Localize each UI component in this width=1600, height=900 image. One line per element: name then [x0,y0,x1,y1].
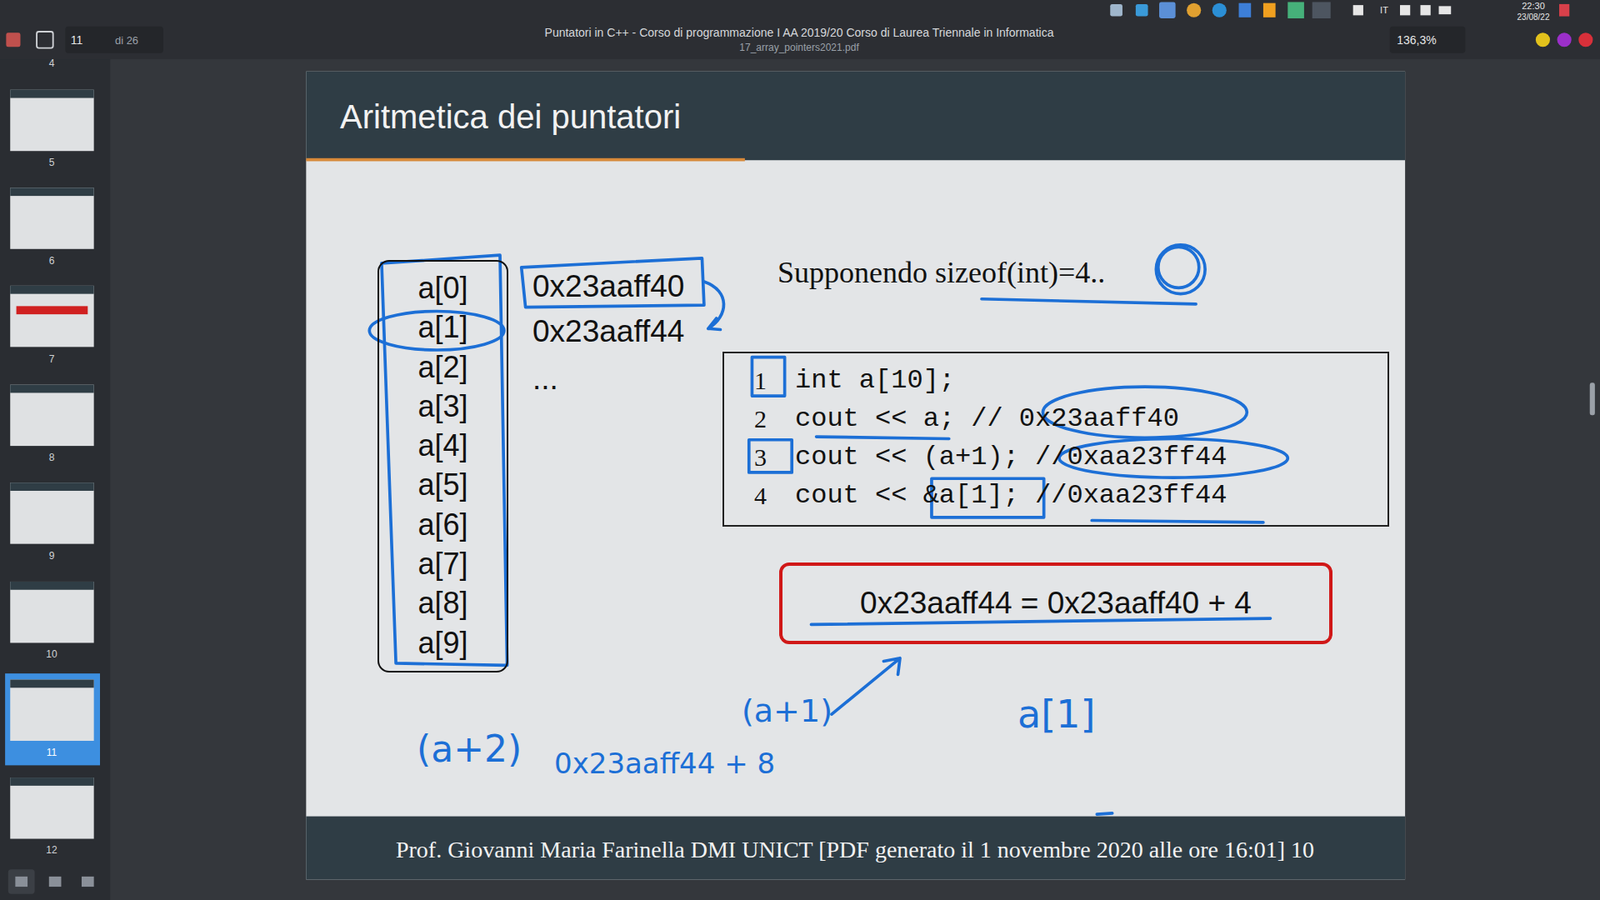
line-number: 3 [754,438,767,477]
slide-footer: Prof. Giovanni Maria Farinella DMI UNICT… [395,836,1315,864]
memory-address: 0x23aaff40 [532,269,685,305]
array-cell-label: a[4] [417,425,468,465]
handwritten-note: (a+1) [741,692,833,730]
array-cell-label: a[7] [417,544,468,584]
file-name: 17_array_pointers2021.pdf [739,41,859,54]
window-title: Puntatori in C++ - Corso di programmazio… [545,25,1055,40]
zoom-level: 136,3% [1396,33,1436,47]
thumbnail-number: 10 [45,648,57,660]
thumbnail-number: 11 [46,746,57,759]
handwritten-note: a[1] [1017,691,1095,737]
ellipsis: ... [532,361,559,397]
clock-date: 23/08/22 [1517,12,1550,22]
slide-title: Aritmetica dei puntatori [340,98,681,136]
array-cell-label: a[5] [417,465,468,505]
array-cell-label: a[8] [417,583,468,623]
handwritten-note: (a+2) [416,727,522,770]
result-box: 0x23aaff44 = 0x23aaff40 + 4 [779,562,1333,645]
array-cell-label: a[6] [417,505,468,545]
code-line: cout << a; // 0x23aaff40 [795,400,1368,439]
array-cell-label: a[3] [417,386,468,426]
page-count: di 26 [115,34,139,47]
equation-text: 0x23aaff44 = 0x23aaff40 + 4 [860,585,1252,621]
array-cell-label: a[0] [417,268,468,308]
code-line: int a[10]; [795,361,1368,400]
page-number: 11 [70,33,84,47]
thumbnail-number: 8 [49,451,55,464]
code-line: cout << (a+1); //0xaa23ff44 [795,438,1368,477]
line-number: 2 [754,400,767,439]
line-number: 4 [754,476,767,515]
thumbnail-number: 5 [49,156,55,169]
memory-address: 0x23aaff44 [532,314,685,350]
clock-time: 22:30 [1521,0,1545,11]
code-box: 1 int a[10]; 2 cout << a; // 0x23aaff40 3 cou… [722,351,1390,527]
array-cell-label: a[1] [417,307,468,347]
assumption-note: Supponendo sizeof(int)=4.. [777,255,1105,290]
handwritten-note: 0x23aaff44 + 8 [554,746,775,780]
array-cell-label: a[9] [417,623,468,663]
code-line: cout << &a[1]; //0xaa23ff44 [795,476,1368,515]
array-cells-box: a[0]a[1]a[2]a[3]a[4]a[5]a[6]a[7]a[8]a[9] [377,260,509,673]
thumbnail-number: 12 [45,844,57,856]
keyboard-layout: IT [1380,5,1389,15]
array-cell-label: a[2] [417,347,468,387]
line-number: 1 [754,361,767,400]
thumbnail-number: 6 [49,255,55,267]
thumbnail-number: 4 [49,57,55,70]
thumbnail-number: 7 [49,353,55,365]
thumbnail-number: 9 [49,550,55,562]
